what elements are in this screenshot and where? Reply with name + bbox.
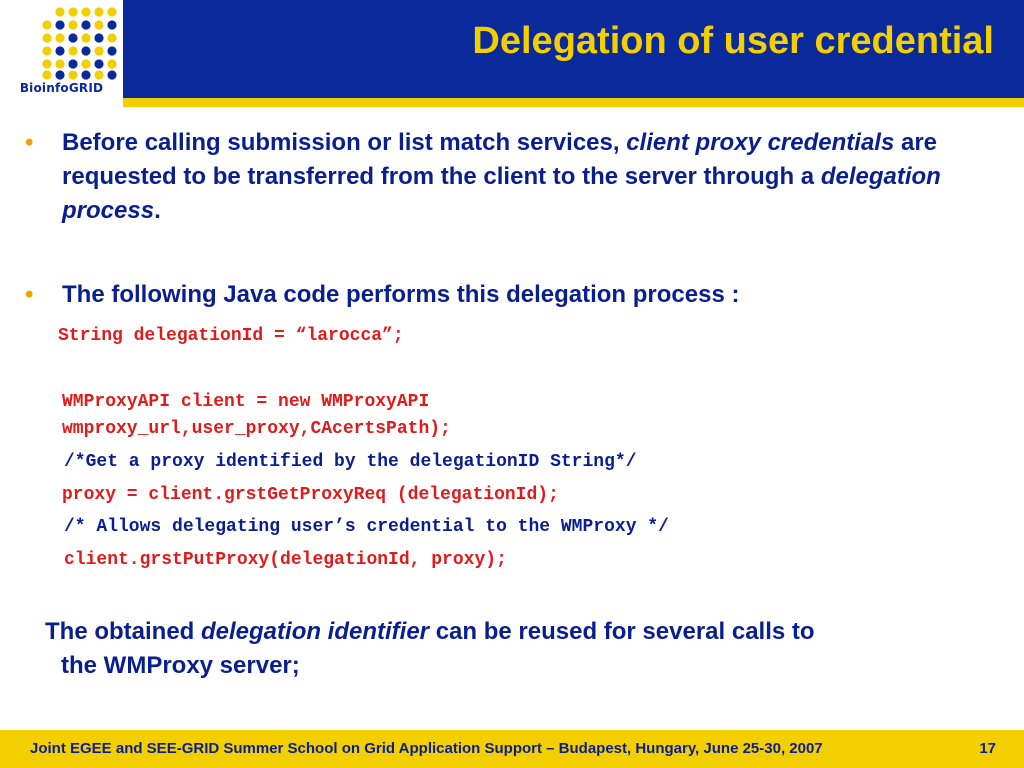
logo-dot <box>94 46 104 56</box>
header-yellow-rule <box>0 98 1024 107</box>
bullet-java-code-intro: • The following Java code performs this … <box>25 278 982 312</box>
logo-dot <box>68 70 78 80</box>
code-line: proxy = client.grstGetProxyReq (delegati… <box>62 485 559 505</box>
logo-dot <box>107 70 117 80</box>
closing-italic: delegation identifier <box>201 618 430 645</box>
logo-dot <box>68 59 78 69</box>
logo-dot <box>107 59 117 69</box>
page-number: 17 <box>979 740 996 757</box>
bioinfogrid-logo: BioinfoGRID <box>0 0 123 107</box>
logo-dot <box>94 59 104 69</box>
bullet2-text: The following Java code performs this de… <box>62 281 740 308</box>
bullet1-text-3: . <box>154 197 161 224</box>
bullet-marker-icon: • <box>25 281 34 308</box>
slide-title: Delegation of user credential <box>472 20 994 62</box>
logo-dot <box>55 59 65 69</box>
logo-dot <box>94 70 104 80</box>
logo-dot <box>81 70 91 80</box>
bullet1-italic-2: delegation process <box>62 163 941 224</box>
logo-dot <box>55 33 65 43</box>
logo-dot <box>81 33 91 43</box>
logo-text: BioinfoGRID <box>19 81 104 95</box>
logo-dot <box>68 33 78 43</box>
logo-dot <box>55 70 65 80</box>
code-line: WMProxyAPI client = new WMProxyAPI <box>62 392 430 412</box>
bullet-delegation-intro: • Before calling submission or list matc… <box>25 126 982 228</box>
logo-dot <box>107 7 117 17</box>
logo-dot <box>55 20 65 30</box>
logo-dot <box>94 33 104 43</box>
logo-dot <box>81 7 91 17</box>
logo-dot <box>81 59 91 69</box>
code-comment-line: /* Allows delegating user’s credential t… <box>64 517 669 537</box>
logo-dot <box>68 20 78 30</box>
logo-dot <box>68 7 78 17</box>
logo-dot-grid-icon <box>42 7 117 80</box>
logo-dot <box>42 46 52 56</box>
code-line: wmproxy_url,user_proxy,CAcertsPath); <box>62 419 451 439</box>
slide-footer: Joint EGEE and SEE-GRID Summer School on… <box>0 730 1024 768</box>
logo-dot <box>81 20 91 30</box>
logo-dot <box>94 7 104 17</box>
logo-dot <box>107 33 117 43</box>
code-comment-line: /*Get a proxy identified by the delegati… <box>64 452 637 472</box>
code-line: String delegationId = “larocca”; <box>58 326 404 346</box>
logo-dot <box>107 46 117 56</box>
logo-dot <box>94 20 104 30</box>
bullet1-italic-1: client proxy credentials <box>626 129 895 156</box>
footer-text: Joint EGEE and SEE-GRID Summer School on… <box>30 740 823 757</box>
bullet-marker-icon: • <box>25 129 34 156</box>
code-line: client.grstPutProxy(delegationId, proxy)… <box>64 550 507 570</box>
closing-text-2: can be reused for several calls to <box>429 618 815 645</box>
slide-header <box>0 0 1024 98</box>
closing-paragraph: The obtained delegation identifier can b… <box>45 615 995 683</box>
logo-dot <box>55 46 65 56</box>
logo-dot <box>42 20 52 30</box>
bullet1-text-2: are requested to be transferred from the… <box>62 129 938 190</box>
logo-dot <box>55 7 65 17</box>
logo-dot <box>107 20 117 30</box>
slide-content: • Before calling submission or list matc… <box>25 126 995 683</box>
logo-dot <box>68 46 78 56</box>
closing-text-1: The obtained <box>45 618 201 645</box>
closing-text-line2: the WMProxy server; <box>61 652 300 679</box>
logo-dot <box>42 70 52 80</box>
logo-dot <box>42 33 52 43</box>
logo-dot <box>81 46 91 56</box>
logo-dot <box>42 59 52 69</box>
bullet1-text-1: Before calling submission or list match … <box>62 129 627 156</box>
